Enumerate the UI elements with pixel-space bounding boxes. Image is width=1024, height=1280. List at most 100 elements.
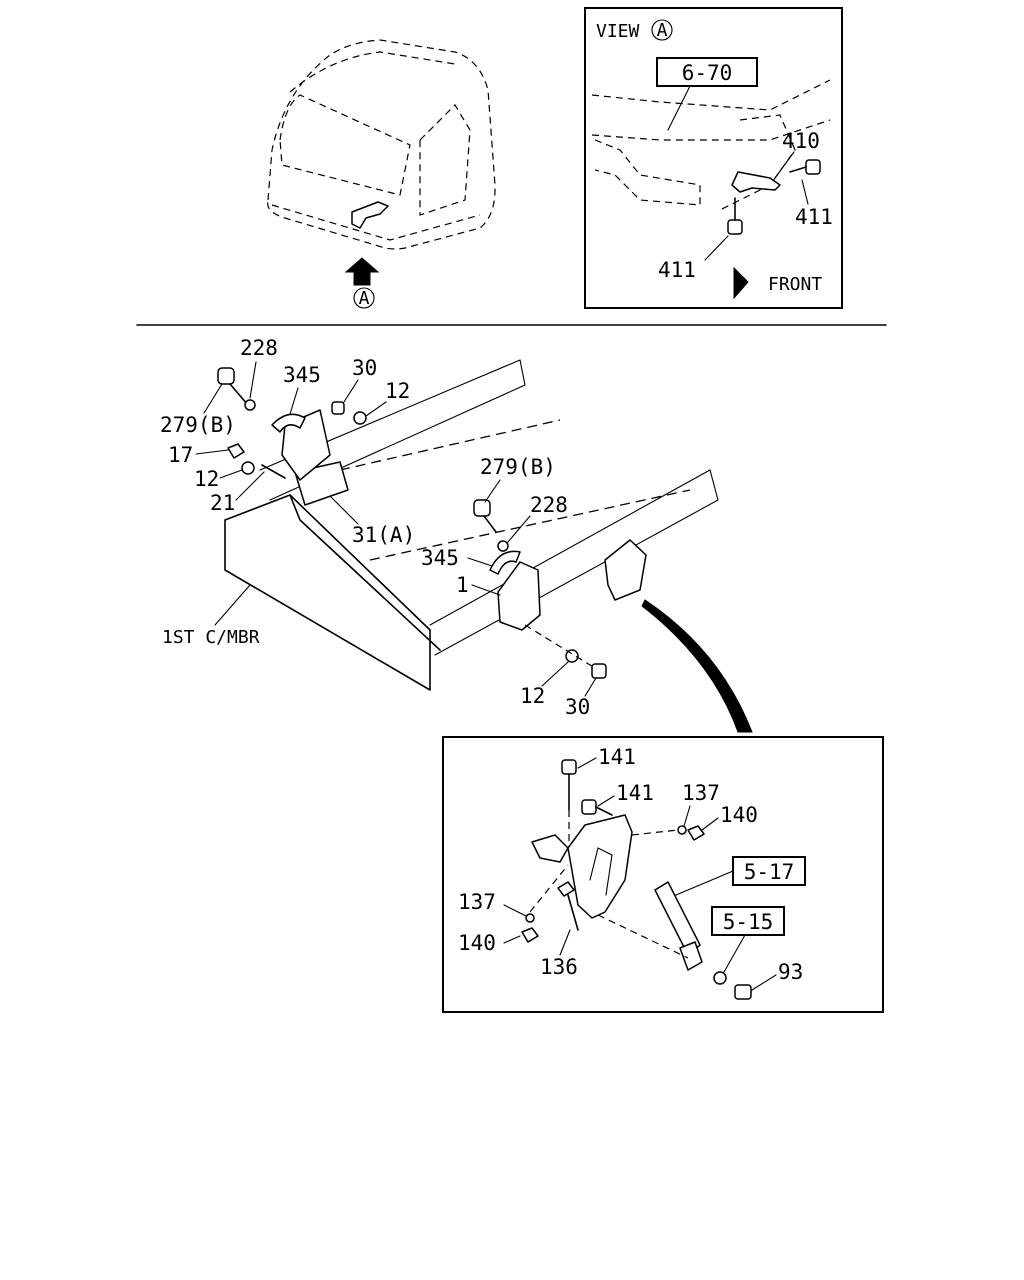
detail-inset: 141 141 137 140 5-17 5-15 137 140 136 93 — [442, 736, 884, 1013]
inset-hook-bracket — [731, 171, 781, 193]
ref-6-70-box — [656, 57, 758, 87]
view-a-title-letter: A — [657, 20, 668, 41]
label-345-mid: 345 — [421, 546, 459, 570]
label-345-upper: 345 — [283, 363, 321, 387]
inset-frame-rail — [591, 79, 831, 141]
bolt-93 — [734, 984, 752, 1000]
cab-windshield — [279, 94, 411, 196]
washer-228-mid — [497, 540, 509, 552]
label-141-mid: 141 — [616, 781, 654, 805]
leader-17 — [195, 449, 229, 455]
cab-side-window — [419, 104, 471, 216]
washer-5-15 — [713, 971, 727, 985]
label-410: 410 — [782, 129, 820, 153]
label-31a: 31(A) — [352, 523, 415, 547]
view-marker-letter: A — [359, 288, 370, 309]
ref-5-15-box — [711, 906, 785, 936]
bolt-136-shank — [567, 894, 579, 931]
bolt-279b-mid-shank — [483, 515, 497, 533]
leader-410 — [774, 151, 795, 179]
bolt-30-upper — [331, 401, 345, 415]
leader-5-17 — [675, 870, 734, 896]
shock-absorber-eye — [679, 941, 703, 971]
label-411-bottom: 411 — [658, 258, 696, 282]
leader-136 — [559, 929, 571, 956]
view-direction-arrow — [344, 257, 380, 286]
view-marker-circle — [353, 287, 375, 309]
view-a-title: VIEW — [596, 21, 640, 42]
nut-17 — [227, 443, 245, 459]
inset-crossmember — [594, 139, 701, 206]
detail-bracket-ear — [531, 834, 569, 863]
label-137-right: 137 — [682, 781, 720, 805]
mount-plate-upper — [281, 409, 331, 481]
leader-93 — [751, 974, 777, 991]
leader-228-upper — [249, 361, 257, 399]
label-12-left: 12 — [194, 467, 219, 491]
front-arrow-icon — [733, 266, 749, 300]
ref-5-15: 5-15 — [723, 910, 774, 934]
leader-228-mid — [507, 515, 531, 543]
detail-bracket-slot — [589, 847, 613, 896]
label-30-bottom: 30 — [565, 695, 590, 719]
ref-6-70: 6-70 — [682, 61, 733, 85]
leader-137-left — [503, 904, 527, 917]
bolt-279b-upper-shank — [229, 383, 249, 406]
washer-228-upper — [244, 399, 256, 411]
bolt-axis-bottom — [524, 624, 596, 669]
washer-12-left — [241, 461, 255, 475]
bolt-279b-upper — [217, 367, 235, 385]
view-a-inset: VIEW A 6-70 410 411 411 FRONT — [584, 7, 843, 309]
ref-5-17: 5-17 — [744, 860, 795, 884]
nut-140-right — [687, 825, 705, 841]
bolt-136 — [557, 881, 575, 897]
detail-callout-arrow — [641, 599, 753, 733]
bolt-411-bottom — [727, 219, 743, 235]
cab-body-outline — [267, 39, 496, 250]
inset-bracket — [719, 114, 796, 211]
label-140-right: 140 — [720, 803, 758, 827]
view-a-title-circle — [651, 19, 673, 41]
frame-rail-rear — [259, 359, 526, 501]
cab-roof-line — [289, 51, 456, 93]
cab-bumper — [271, 204, 481, 241]
leader-137-right — [683, 805, 691, 827]
washer-137-left — [525, 913, 535, 923]
stud-21 — [261, 464, 286, 479]
label-137-left: 137 — [458, 890, 496, 914]
view-a-frame — [584, 7, 843, 309]
leader-345-upper — [289, 387, 299, 415]
label-279b-mid: 279(B) — [480, 455, 556, 479]
leader-21 — [235, 471, 265, 501]
leader-12-bottom — [541, 661, 569, 687]
washer-12-bottom — [565, 649, 579, 663]
leader-140-right — [701, 817, 719, 831]
leader-30-bottom — [584, 677, 597, 697]
bracket-1 — [497, 561, 541, 631]
washer-12-upper — [353, 411, 367, 425]
leader-12-left — [219, 469, 243, 479]
leader-30-upper — [343, 379, 359, 403]
frame-rail-front — [429, 469, 719, 656]
bracket-on-frame-right — [604, 539, 647, 601]
leader-345-mid — [467, 557, 493, 567]
bolt-141-mid-shank — [595, 806, 613, 816]
first-crossmember — [224, 494, 441, 691]
label-136: 136 — [540, 955, 578, 979]
label-17: 17 — [168, 443, 193, 467]
leader-411-bottom — [704, 235, 729, 261]
rail-centerline-upper — [339, 419, 561, 471]
label-228-mid: 228 — [530, 493, 568, 517]
axis-right-hardware — [631, 829, 679, 836]
shock-absorber-5-17 — [654, 881, 701, 956]
leader-6-70 — [667, 85, 691, 131]
rail-centerline-lower — [369, 489, 691, 561]
leader-31a — [329, 495, 359, 525]
leader-411-right — [801, 179, 809, 205]
bolt-279b-mid — [473, 499, 491, 517]
detail-frame — [442, 736, 884, 1013]
label-30-upper: 30 — [352, 356, 377, 380]
cab-overview: A — [267, 39, 496, 309]
leader-279b-upper — [203, 383, 223, 414]
